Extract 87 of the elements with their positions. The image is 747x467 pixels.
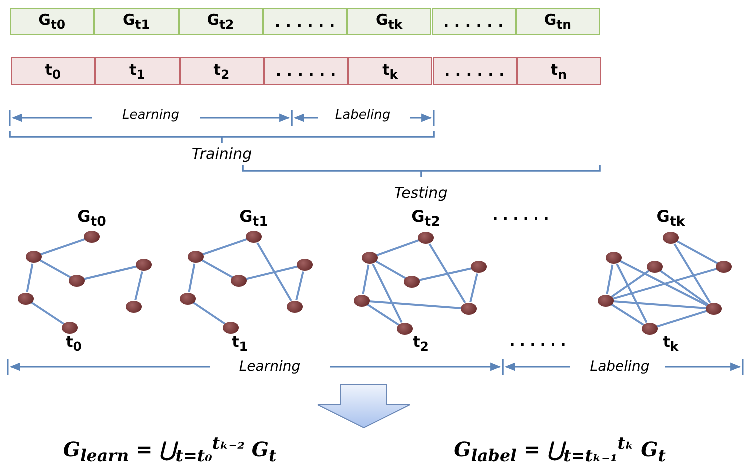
graph-edge xyxy=(202,238,248,256)
time-step-cell: . . . . . . xyxy=(432,57,517,85)
ellipsis: . . . . . . xyxy=(492,208,550,224)
graph-snapshot-cell: G$_{tn}$ xyxy=(516,8,600,35)
graph-vertex xyxy=(706,303,722,315)
graph-vertex xyxy=(126,301,142,313)
time-step-cell: t$_{2}$ xyxy=(180,57,264,85)
graph-edge xyxy=(376,239,420,257)
graph-vertex xyxy=(18,293,34,305)
graph-edge xyxy=(26,264,34,292)
graph-snapshot-cell: . . . . . . xyxy=(262,8,348,35)
graph-vertex xyxy=(606,252,622,264)
graph-vertex xyxy=(69,275,85,287)
time-label: t$_{k}$ xyxy=(663,333,679,354)
graph-edge xyxy=(134,272,144,300)
graph-edge xyxy=(606,264,614,294)
graph-label: G$_{t0}$ xyxy=(78,207,106,230)
graph-snapshot-cell: G$_{t0}$ xyxy=(10,8,94,35)
graph-edge xyxy=(674,243,712,304)
graph-snapshot-cell: G$_{tk}$ xyxy=(347,8,432,35)
graph-vertex xyxy=(246,231,262,243)
graph-edge xyxy=(40,260,72,278)
graph-label: G$_{t2}$ xyxy=(412,207,440,230)
graph-vertex xyxy=(663,232,679,244)
graph-vertex xyxy=(223,322,239,334)
graph-vertex xyxy=(404,276,420,288)
graph-vertex xyxy=(287,301,303,313)
time-label: t$_{1}$ xyxy=(232,333,248,354)
graph-edge xyxy=(296,272,304,300)
graph-vertex xyxy=(418,232,434,244)
graph-edge xyxy=(611,270,650,298)
graph-edge xyxy=(31,302,65,325)
graph-edge xyxy=(612,300,708,310)
graph-edge xyxy=(676,240,718,265)
graph-vertex xyxy=(397,323,413,335)
formula: G$_{learn}$ = ⋃$_{t=t₀}$$^{tₖ₋₂}$ G$_{t}$ xyxy=(63,433,277,466)
graph-vertex xyxy=(188,251,204,263)
graph-edge xyxy=(188,264,196,292)
graph-edge xyxy=(368,300,462,310)
formula: G$_{label}$ = ⋃$_{t=tₖ₋₁}$$^{tₖ}$ G$_{t}$ xyxy=(454,433,666,466)
graph-vertex xyxy=(180,293,196,305)
graph-vertex xyxy=(26,251,42,263)
graph-edge xyxy=(367,304,400,326)
graph-snapshot-cell: G$_{t1}$ xyxy=(94,8,179,35)
graph-snapshot-cell: . . . . . . xyxy=(432,8,516,35)
time-step-cell: . . . . . . xyxy=(264,57,348,85)
time-label: t$_{2}$ xyxy=(413,333,429,354)
time-step-cell: t$_{0}$ xyxy=(11,57,96,85)
graph-vertex xyxy=(471,261,487,273)
graph-vertex xyxy=(354,295,370,307)
time-step-cell: t$_{k}$ xyxy=(348,57,432,85)
graph-vertex xyxy=(136,259,152,271)
ellipsis: . . . . . . xyxy=(510,334,566,350)
graph-label: G$_{tk}$ xyxy=(656,207,686,230)
graph-vertex xyxy=(231,275,247,287)
graph-edge xyxy=(620,260,708,307)
graph-vertex xyxy=(716,261,732,273)
graph-edge xyxy=(616,264,648,324)
graph-vertex xyxy=(62,322,78,334)
graph-edge xyxy=(362,264,370,294)
graph-vertex xyxy=(84,231,100,243)
graph-edge xyxy=(376,260,406,280)
graph-edge xyxy=(428,243,466,304)
graph-vertex xyxy=(362,252,378,264)
graph-vertex xyxy=(598,295,614,307)
time-label: t$_{0}$ xyxy=(66,333,82,354)
graph-snapshot-cell: G$_{t2}$ xyxy=(178,8,263,35)
graph-edge xyxy=(372,264,403,324)
graph-edge xyxy=(656,310,708,328)
graph-vertex xyxy=(297,259,313,271)
graph-edge xyxy=(202,260,234,278)
graph-edge xyxy=(470,274,478,302)
graph-edge xyxy=(256,242,292,302)
graph-edge xyxy=(612,268,718,300)
time-step-cell: t$_{n}$ xyxy=(516,57,602,85)
graph-edge xyxy=(246,266,298,280)
graph-edge xyxy=(193,302,226,325)
graph-edge xyxy=(611,304,645,326)
graph-label: G$_{t1}$ xyxy=(240,207,268,230)
time-step-cell: t$_{1}$ xyxy=(95,57,180,85)
graph-vertex xyxy=(647,261,663,273)
graph-edge xyxy=(660,270,709,306)
graph-edge xyxy=(40,238,86,256)
graph-edge xyxy=(418,268,472,282)
graph-edge xyxy=(84,266,138,280)
graph-vertex xyxy=(642,323,658,335)
graph-vertex xyxy=(461,303,477,315)
